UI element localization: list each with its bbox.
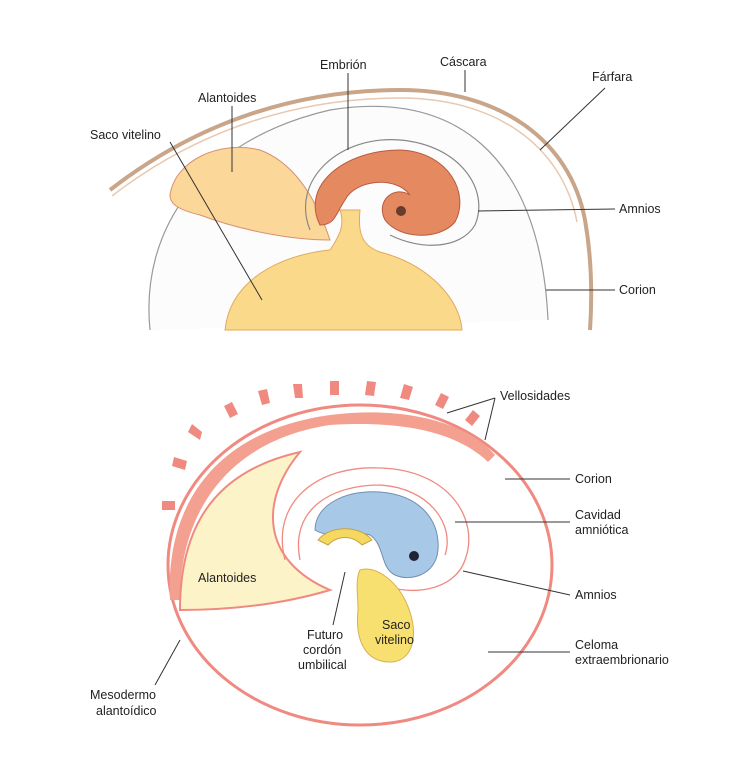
label-embrion: Embrión bbox=[320, 58, 367, 72]
embryo-eye bbox=[409, 551, 419, 561]
yolk-sac bbox=[356, 568, 415, 663]
label-saco-2: vitelino bbox=[375, 633, 414, 647]
bottom-leader-lines bbox=[154, 397, 571, 686]
label-saco-1: Saco bbox=[382, 618, 411, 632]
yolk-stalk bbox=[317, 528, 373, 546]
bottom-diagram: Vellosidades Corion Cavidad amniótica Am… bbox=[90, 381, 669, 727]
label-cavidad-2: amniótica bbox=[575, 523, 629, 537]
shell bbox=[108, 87, 594, 331]
label-vellosidades: Vellosidades bbox=[500, 389, 570, 403]
label-corion: Corion bbox=[619, 283, 656, 297]
label-amnios: Amnios bbox=[575, 588, 617, 602]
amnion-outer bbox=[281, 467, 470, 592]
label-futuro-2: cordón bbox=[303, 643, 341, 657]
amnion bbox=[304, 139, 480, 246]
embryo-eye bbox=[396, 206, 406, 216]
label-cascara: Cáscara bbox=[440, 55, 487, 69]
amnion-inner bbox=[297, 484, 448, 561]
label-alantoides: Alantoides bbox=[198, 571, 256, 585]
label-farfara: Fárfara bbox=[592, 70, 632, 84]
label-celoma-1: Celoma bbox=[575, 638, 618, 652]
label-alantoides: Alantoides bbox=[198, 91, 256, 105]
label-amnios: Amnios bbox=[619, 202, 661, 216]
label-corion: Corion bbox=[575, 472, 612, 486]
shell-inner bbox=[111, 97, 578, 223]
embryo bbox=[314, 491, 439, 579]
label-mesodermo-2: alantoídico bbox=[96, 704, 157, 718]
label-celoma-2: extraembrionario bbox=[575, 653, 669, 667]
label-cavidad-1: Cavidad bbox=[575, 508, 621, 522]
embryo bbox=[314, 149, 461, 236]
label-futuro-1: Futuro bbox=[307, 628, 343, 642]
label-futuro-3: umbilical bbox=[298, 658, 347, 672]
yolk-sac bbox=[224, 209, 463, 331]
villi-band bbox=[169, 412, 495, 600]
allantois-sac bbox=[178, 450, 333, 612]
top-leader-lines bbox=[169, 70, 616, 301]
label-saco-vitelino: Saco vitelino bbox=[90, 128, 161, 142]
label-mesodermo-1: Mesodermo bbox=[90, 688, 156, 702]
allantois bbox=[169, 146, 331, 241]
top-diagram: Embrión Cáscara Fárfara Alantoides Saco … bbox=[90, 55, 661, 331]
